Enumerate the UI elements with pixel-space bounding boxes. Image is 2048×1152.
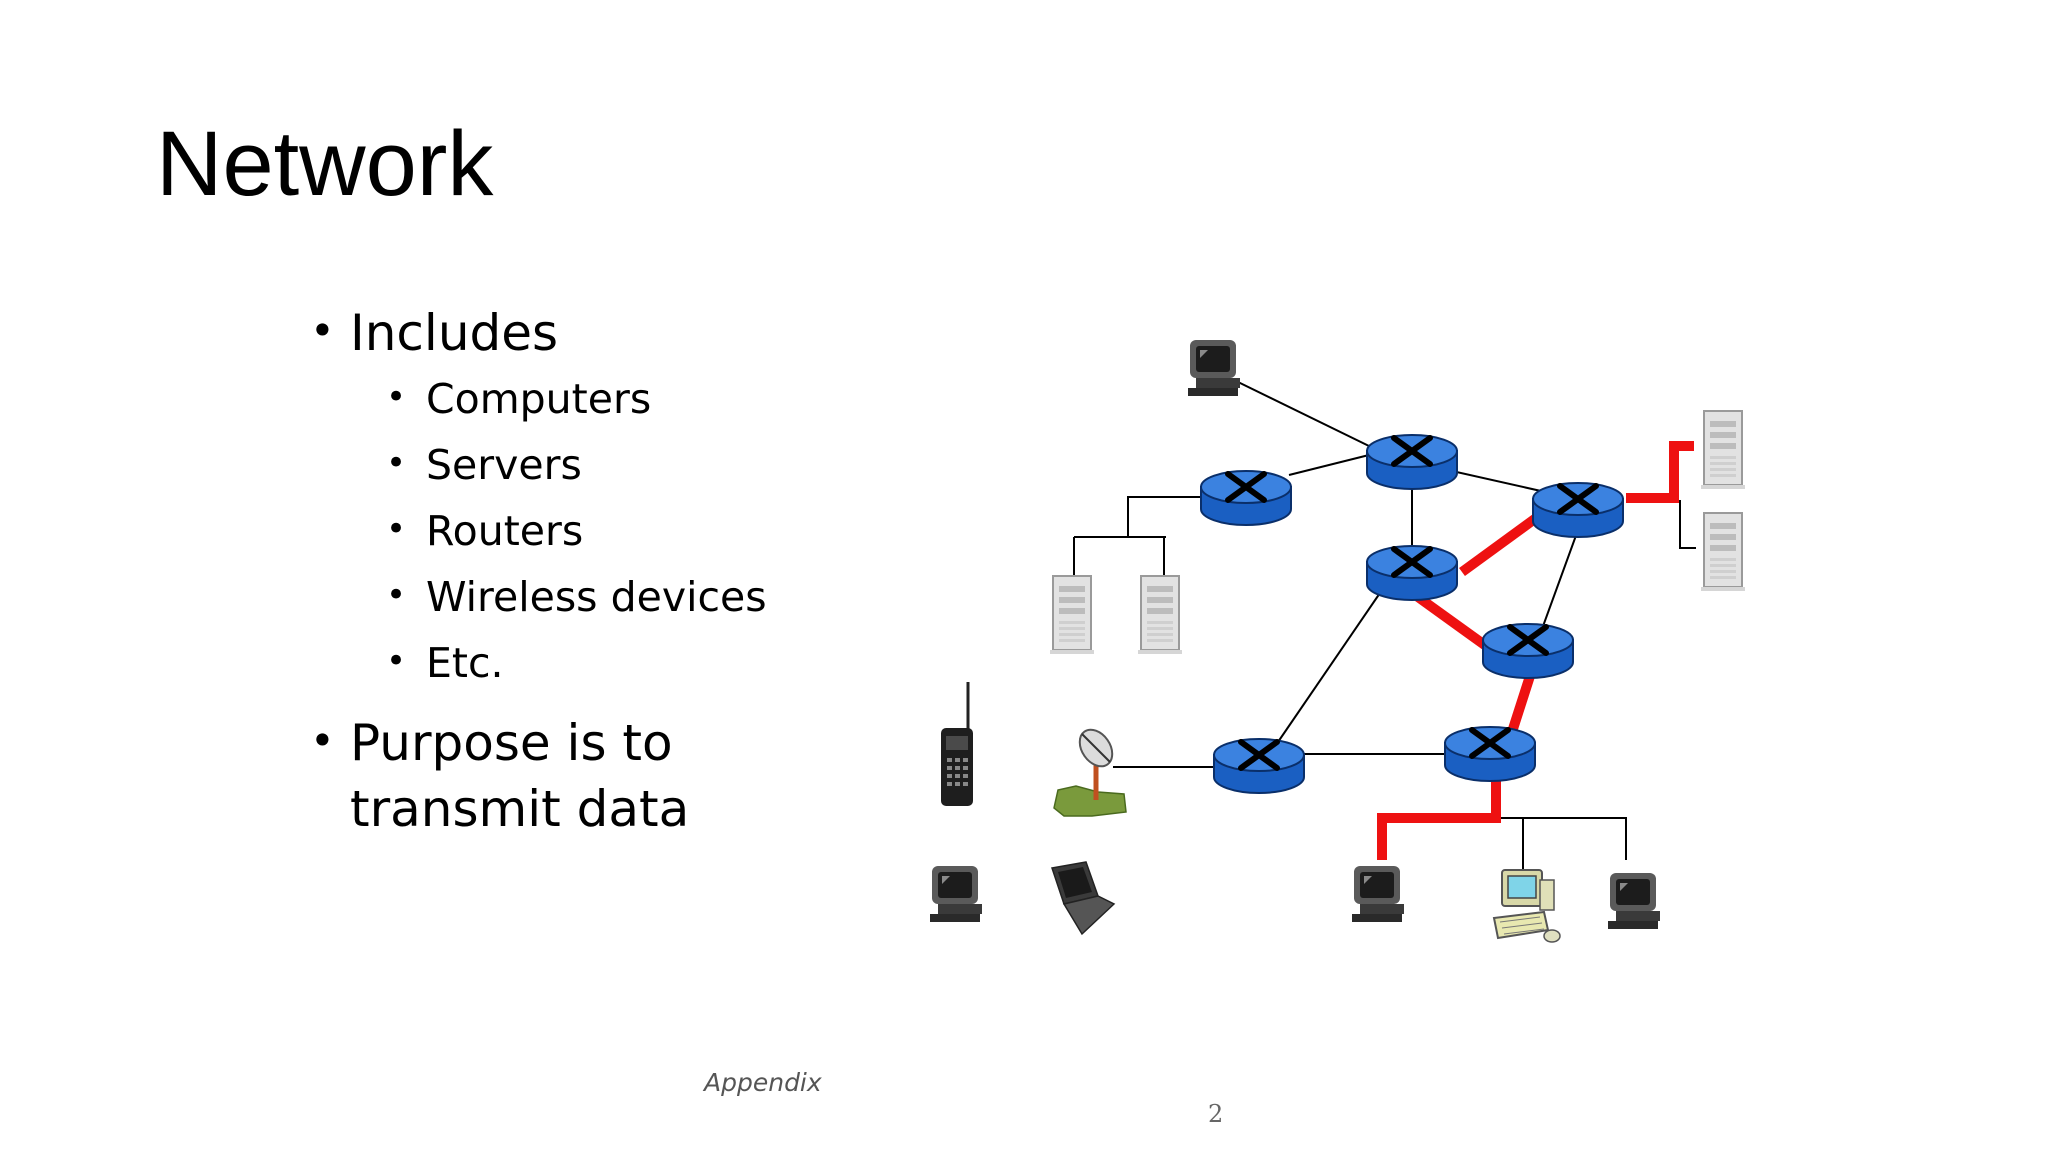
link-router-left-router-top bbox=[1288, 454, 1370, 476]
bullet-list: Includes Computers Servers Routers Wirel… bbox=[300, 298, 767, 842]
page-number: 2 bbox=[1208, 1100, 1224, 1128]
link-right-server-b bbox=[1679, 500, 1696, 549]
laptop-icon bbox=[1051, 861, 1116, 936]
highlighted-path bbox=[1377, 441, 1694, 860]
network-diagram bbox=[930, 340, 1746, 943]
desktop-computer-icon bbox=[930, 866, 982, 922]
hosts bbox=[930, 340, 1746, 943]
footer-appendix: Appendix bbox=[704, 1068, 822, 1097]
sub-bullet-routers: Routers bbox=[300, 496, 767, 564]
sub-bullet-servers: Servers bbox=[300, 430, 767, 498]
sub-bullet-computers: Computers bbox=[300, 364, 767, 432]
link-router-left-server-bus bbox=[1127, 496, 1201, 538]
bullet-includes: Includes bbox=[300, 298, 767, 366]
server-tower-icon bbox=[1700, 512, 1746, 592]
path-segment-1 bbox=[1459, 513, 1539, 577]
router-icon bbox=[1214, 739, 1304, 793]
link-bus-right bbox=[1496, 817, 1627, 860]
server-tower-icon bbox=[1137, 575, 1183, 655]
path-segment-5 bbox=[1626, 441, 1694, 503]
router-icon bbox=[1201, 471, 1291, 525]
desktop-computer-icon bbox=[1608, 873, 1660, 929]
router-icon bbox=[1483, 624, 1573, 678]
router-icon bbox=[1533, 483, 1623, 537]
server-tower-icon bbox=[1700, 410, 1746, 490]
sub-bullet-wireless-devices: Wireless devices bbox=[300, 562, 767, 630]
desktop-computer-icon bbox=[1188, 340, 1240, 396]
slide-title: Network bbox=[156, 113, 494, 215]
link-router-middle-router-bottom-left bbox=[1277, 589, 1383, 743]
link-monitor-router-top bbox=[1237, 381, 1370, 447]
router-icon bbox=[1367, 435, 1457, 489]
bullet-purpose-line2: transmit data bbox=[350, 780, 690, 838]
server-tower-icon bbox=[1049, 575, 1095, 655]
router-icon bbox=[1367, 546, 1457, 600]
link-router-right-router-lower-right bbox=[1537, 529, 1579, 641]
workstation-icon bbox=[1492, 869, 1561, 943]
path-segment-4 bbox=[1377, 778, 1501, 860]
satellite-dish-icon bbox=[1053, 728, 1127, 817]
path-segment-2 bbox=[1415, 592, 1489, 651]
path-segment-3 bbox=[1507, 674, 1535, 734]
mobile-phone-icon bbox=[941, 682, 973, 806]
router-icon bbox=[1445, 727, 1535, 781]
desktop-computer-icon bbox=[1352, 866, 1404, 922]
bullet-purpose: Purpose is to transmit data bbox=[300, 708, 767, 842]
routers bbox=[1201, 435, 1623, 793]
sub-bullet-etc: Etc. bbox=[300, 628, 767, 696]
bullet-purpose-line1: Purpose is to bbox=[350, 714, 673, 772]
